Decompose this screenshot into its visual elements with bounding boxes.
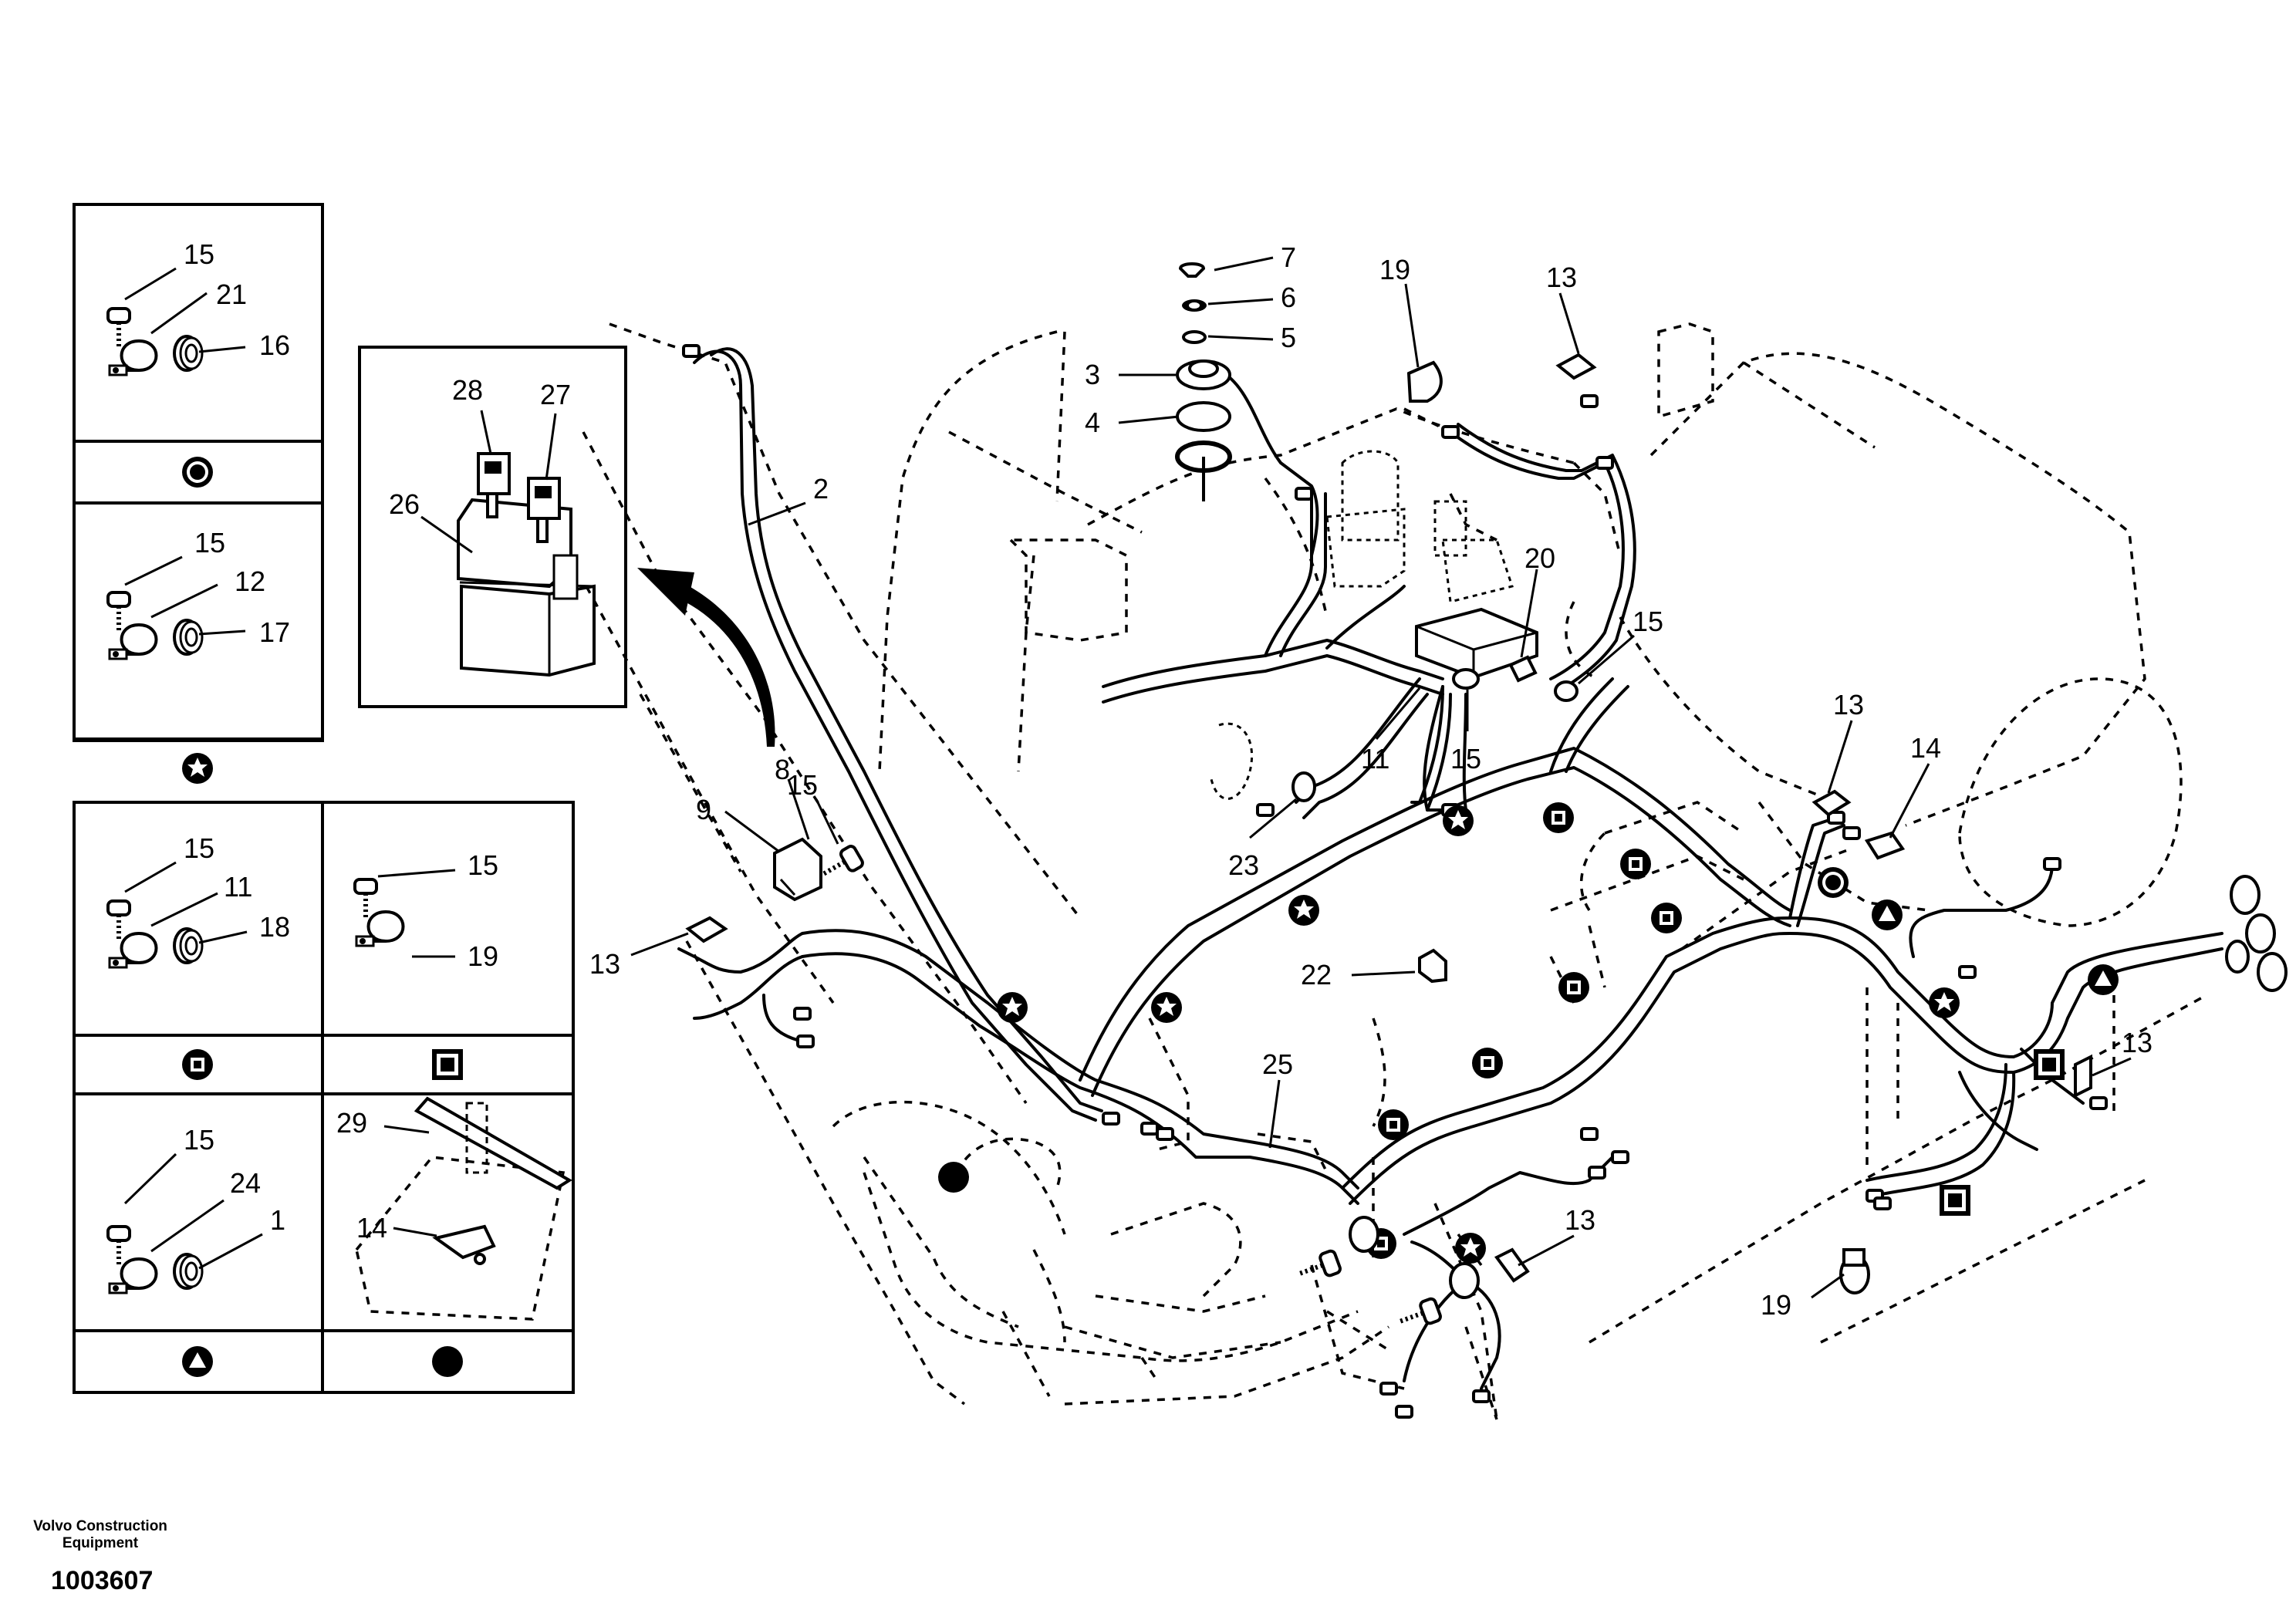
callout-2: 2 [813, 473, 829, 505]
clip-13-left [685, 916, 728, 943]
legend-panel-clamp-24: 15 24 1 [108, 1124, 285, 1377]
callout-4: 4 [1085, 407, 1100, 438]
switch-assembly [1118, 256, 1274, 501]
clip-markers [938, 802, 2119, 1264]
callout-29: 29 [336, 1107, 367, 1139]
callout-25: 25 [1262, 1048, 1293, 1080]
clamp-legend: 15 21 16 15 12 17 15 11 18 [73, 203, 575, 1394]
callout-19: 19 [1761, 1289, 1791, 1321]
callout-13: 13 [589, 948, 620, 980]
callout-13: 13 [1833, 689, 1864, 721]
callout-7: 7 [1281, 241, 1296, 273]
clip-19-bottom [1839, 1248, 1870, 1294]
callout-14: 14 [356, 1212, 387, 1244]
clip-14 [1864, 831, 1906, 860]
callout-15: 15 [787, 769, 818, 801]
main-wiring-harness [677, 347, 2223, 1390]
callout-12: 12 [235, 565, 265, 597]
curved-arrow [637, 568, 775, 747]
callout-19: 19 [1379, 254, 1410, 285]
legend-panel-clip-29: 29 14 [336, 1096, 572, 1377]
grommet-bottom-2 [1449, 1262, 1480, 1299]
callout-16: 16 [259, 329, 290, 361]
callout-14: 14 [1910, 732, 1941, 764]
callout-3: 3 [1085, 359, 1100, 390]
callout-15: 15 [194, 527, 225, 559]
hardware-parts [685, 256, 2092, 1334]
clip-13-right [2074, 1054, 2092, 1099]
callout-13: 13 [1546, 262, 1577, 293]
clip-19-top [1406, 360, 1443, 403]
callout-17: 17 [259, 616, 290, 648]
callout-24: 24 [230, 1167, 261, 1199]
callout-15: 15 [1450, 743, 1481, 775]
grommet-bottom-1 [1349, 1216, 1379, 1253]
document-number: 1003607 [51, 1566, 154, 1595]
callout-21: 21 [216, 278, 247, 310]
fuse-27 [527, 477, 561, 543]
callout-27: 27 [540, 379, 571, 410]
relay-holder [773, 837, 864, 902]
valve-components [1210, 450, 1514, 800]
callout-15: 15 [468, 849, 498, 881]
callout-15: 15 [184, 832, 214, 864]
multi-pin-connectors [2225, 875, 2288, 992]
legend-panel-clamp-21: 15 21 16 [108, 238, 290, 488]
fuse-28 [477, 452, 511, 518]
clip-22 [1418, 948, 1447, 984]
main-leader-lines [630, 283, 2132, 1299]
callout-26: 26 [389, 488, 420, 520]
legend-panel-clamp-19: 15 19 [355, 849, 498, 1080]
callout-28: 28 [452, 374, 483, 406]
callout-11: 11 [224, 871, 252, 903]
brand-line-1: Volvo Construction [33, 1518, 167, 1534]
callout-15: 15 [1633, 606, 1663, 637]
callout-22: 22 [1301, 959, 1332, 991]
callout-20: 20 [1524, 542, 1555, 574]
callout-1: 1 [270, 1204, 285, 1236]
clip-13-mid [1811, 789, 1852, 817]
callout-15: 15 [184, 238, 214, 270]
callout-13: 13 [2122, 1027, 2152, 1058]
harness-connectors [682, 344, 2288, 1419]
callout-8: 8 [775, 754, 790, 785]
callout-11: 11 [1361, 743, 1389, 775]
callout-15: 15 [184, 1124, 214, 1156]
callout-19: 19 [468, 940, 498, 972]
control-box [1415, 607, 1578, 702]
clip-13-top [1555, 353, 1597, 380]
relay-inset: 28 27 26 [358, 346, 627, 708]
callout-23: 23 [1228, 849, 1259, 881]
callout-6: 6 [1281, 282, 1296, 313]
callout-5: 5 [1281, 322, 1296, 353]
main-callouts: 2 8 15 9 13 7 6 5 3 4 19 13 20 15 11 15 … [589, 241, 2152, 1321]
callout-18: 18 [259, 911, 290, 943]
legend-panel-clamp-11: 15 11 18 [108, 832, 290, 1080]
callout-13: 13 [1565, 1204, 1595, 1236]
callout-9: 9 [696, 794, 711, 825]
legend-panel-clamp-12: 15 12 17 [108, 527, 290, 784]
clip-13-bottom [1494, 1247, 1530, 1283]
brand-label: Volvo Construction Equipment [23, 1518, 177, 1552]
grommet-23 [1292, 771, 1316, 802]
brand-line-2: Equipment [62, 1535, 139, 1551]
